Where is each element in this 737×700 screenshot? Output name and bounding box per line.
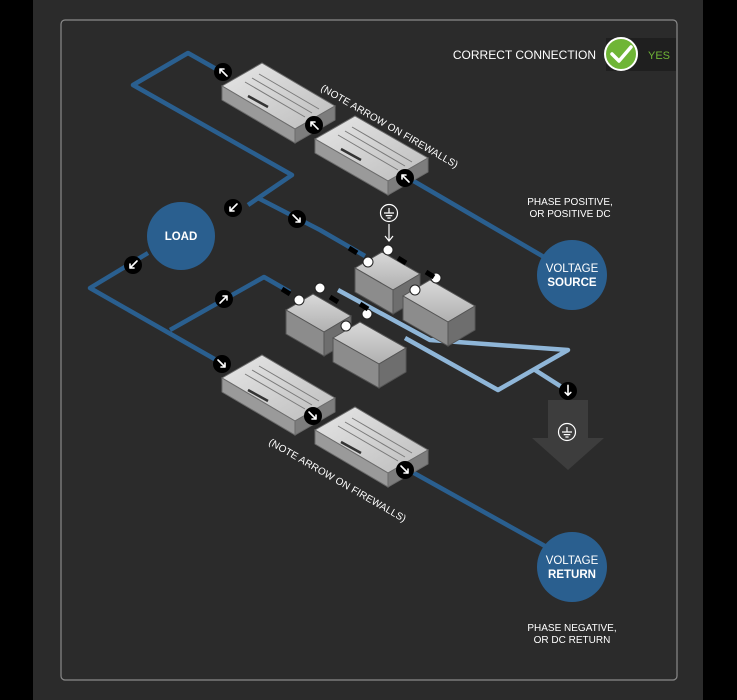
arrow-icon [395,168,415,188]
return-label-2: RETURN [548,569,596,581]
arrow-icon [303,406,323,426]
source-caption-1: PHASE POSITIVE, [527,197,613,208]
wire-relay-loop [336,288,571,393]
arrow-icon [304,115,324,135]
source-label-2: SOURCE [547,277,597,289]
status-badge: CORRECT CONNECTION YES [453,37,676,71]
wire-load-to-relay [256,196,367,258]
wire-top-loop [130,50,295,207]
arrow-icon [123,255,143,275]
arrow-icon [287,209,307,229]
relay-d [332,321,407,389]
ground-feed-arrow [384,224,394,242]
relay-b [402,279,476,347]
wire-stripes [280,245,436,312]
arrow-icon [223,198,243,218]
check-icon [610,45,633,63]
wire-to-return [403,466,572,562]
relay-terminals [293,244,442,332]
arrow-icon [212,354,232,374]
arrow-icon [554,377,582,405]
voltage-return-node [537,532,607,602]
arrow-icon [395,460,415,480]
ground-icon [379,203,399,223]
return-label-1: VOLTAGE [546,555,599,567]
return-caption-1: PHASE NEGATIVE, [527,623,616,634]
source-label-1: VOLTAGE [546,263,599,275]
panel-border [60,19,678,681]
load-node [147,202,215,270]
wire-bottom-upper [168,274,292,332]
wire-to-source [403,174,570,273]
voltage-source-node [537,240,607,310]
arrow-icon [214,289,234,309]
return-caption-2: OR DC RETURN [534,635,611,646]
badge-value: YES [648,50,670,62]
dark-wires [87,50,572,562]
load-label: LOAD [165,231,198,243]
arrow-icon [213,62,233,82]
badge-label: CORRECT CONNECTION [453,48,596,62]
source-caption-2: OR POSITIVE DC [529,209,610,220]
